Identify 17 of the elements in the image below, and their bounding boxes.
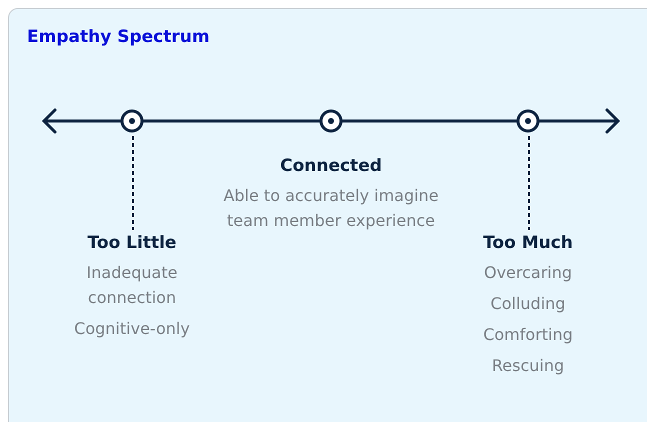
description-text: Inadequate connection	[86, 262, 178, 309]
heading-text: Too Little	[86, 232, 178, 255]
panel-background	[8, 8, 647, 422]
marker-circle	[319, 109, 343, 133]
marker-circle	[516, 109, 540, 133]
description-text: Overcaring	[482, 262, 574, 284]
description-text: Able to accurately imagine team member experience	[222, 185, 440, 232]
description-text: Rescuing	[490, 355, 566, 377]
description-text: Comforting	[482, 324, 574, 346]
leader-line	[132, 136, 134, 230]
heading-text: Connected	[279, 155, 383, 178]
description-text: Cognitive-only	[73, 318, 191, 340]
description-text: Colluding	[490, 293, 566, 315]
title-text: Empathy Spectrum	[27, 27, 210, 47]
marker-circle	[120, 109, 144, 133]
leader-line	[528, 136, 530, 230]
heading-text: Too Much	[482, 232, 574, 255]
